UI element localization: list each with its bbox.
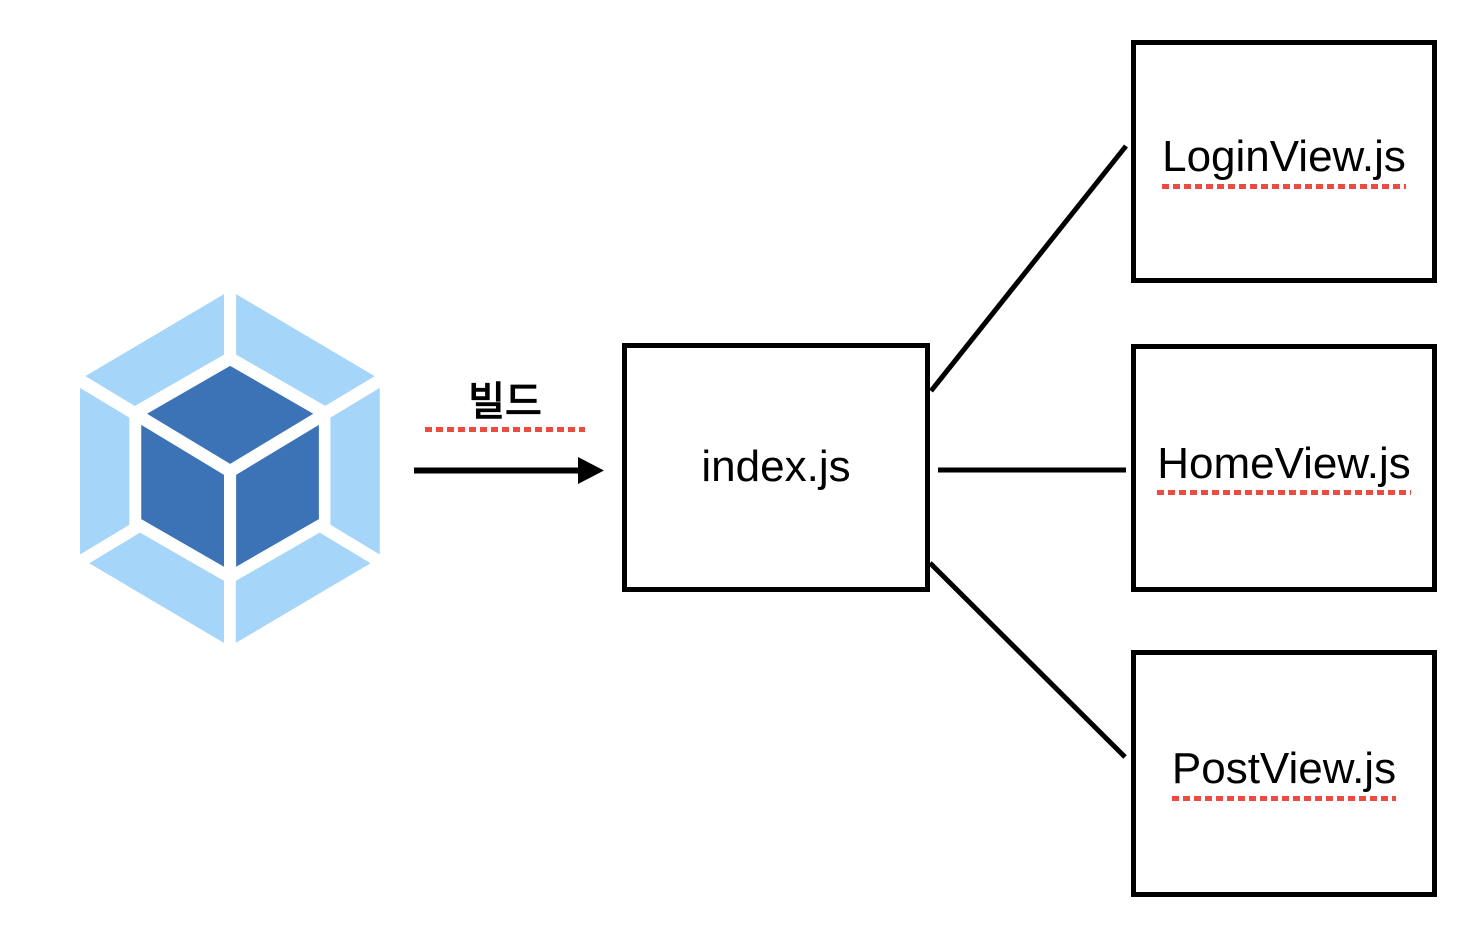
webpack-logo-inner-cube <box>141 365 319 567</box>
node-postview-js: PostView.js <box>1131 650 1437 897</box>
build-arrow-head <box>578 457 604 484</box>
node-index-js-label: index.js <box>701 442 851 492</box>
connector-index-to-loginview <box>929 144 1128 393</box>
webpack-logo-icon <box>80 294 380 643</box>
node-loginview-js: LoginView.js <box>1131 40 1437 283</box>
node-loginview-js-label: LoginView.js <box>1162 134 1406 188</box>
build-arrow-icon <box>414 457 604 484</box>
build-arrow-label: 빌드 <box>425 380 585 432</box>
node-postview-js-label: PostView.js <box>1172 746 1396 800</box>
node-index-js: index.js <box>622 343 930 592</box>
node-homeview-js: HomeView.js <box>1131 344 1437 592</box>
build-arrow-label-text: 빌드 <box>425 380 585 432</box>
webpack-logo-outer-hexagon <box>80 294 380 643</box>
node-homeview-js-label: HomeView.js <box>1157 440 1411 495</box>
connector-index-to-postview <box>928 561 1127 759</box>
